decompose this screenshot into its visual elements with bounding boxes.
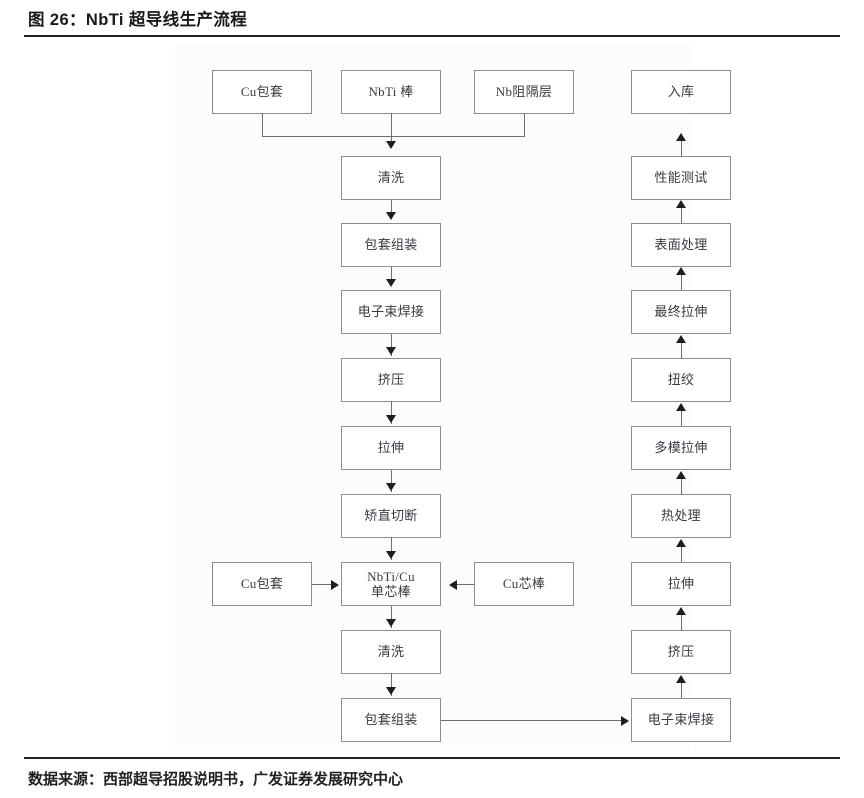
arrowhead-into-drawing-1 <box>386 415 396 423</box>
arrowhead-into-monofilament <box>386 551 396 559</box>
edge-ebeam2-to-extrusion2 <box>681 676 682 698</box>
node-multi-die-drawing[interactable]: 多模拉伸 <box>631 426 731 470</box>
node-cu-sheath-side[interactable]: Cu包套 <box>212 562 312 606</box>
edge-cu-sheath-down <box>262 114 263 136</box>
arrowhead-into-extrusion-1 <box>386 347 396 355</box>
flowchart-diagram: Cu包套 NbTi 棒 Nb阻隔层 清洗 包套组装 电子束焊接 挤压 拉伸 矫直… <box>0 44 864 750</box>
edge-nb-barrier-down <box>524 114 525 136</box>
edge-multidie-to-twisting <box>681 404 682 426</box>
arrowhead-into-surface-treatment <box>676 267 686 275</box>
node-nbti-cu-monofilament[interactable]: NbTi/Cu 单芯棒 <box>341 562 441 606</box>
arrowhead-into-final-drawing <box>676 335 686 343</box>
node-surface-treatment[interactable]: 表面处理 <box>631 223 731 267</box>
node-cu-core-rod[interactable]: Cu芯棒 <box>474 562 574 606</box>
node-sheath-assembly-2[interactable]: 包套组装 <box>341 698 441 742</box>
node-drawing-2[interactable]: 拉伸 <box>631 562 731 606</box>
edge-drawing2-to-heat-treatment <box>681 540 682 562</box>
edge-final-drawing-to-surface <box>681 268 682 290</box>
edge-ebeam1-to-extrusion1 <box>391 334 392 356</box>
edge-cu-core-rod-to-monofilament <box>453 584 474 585</box>
edge-extrusion1-to-drawing1 <box>391 402 392 424</box>
arrowhead-into-warehousing <box>676 133 686 141</box>
node-drawing-1[interactable]: 拉伸 <box>341 426 441 470</box>
arrowhead-into-ebeam-1 <box>386 279 396 287</box>
node-final-drawing[interactable]: 最终拉伸 <box>631 290 731 334</box>
edge-merge-bus <box>262 136 525 137</box>
edge-performance-to-warehousing <box>681 134 682 156</box>
arrowhead-into-multi-die-drawing <box>676 471 686 479</box>
node-performance-test[interactable]: 性能测试 <box>631 156 731 200</box>
arrowhead-right-into-monofilament <box>449 580 457 590</box>
arrowhead-into-clean-1 <box>386 141 396 149</box>
edge-twisting-to-final-drawing <box>681 336 682 358</box>
edge-clean2-to-assembly2 <box>391 674 392 696</box>
edge-cross-link <box>441 720 623 721</box>
page-title: 图 26：NbTi 超导线生产流程 <box>28 11 248 29</box>
edge-extrusion2-to-drawing2 <box>681 608 682 630</box>
footer-divider <box>24 757 840 759</box>
edge-clean1-to-assembly1 <box>391 200 392 215</box>
edge-assembly1-to-ebeam1 <box>391 267 392 282</box>
edge-heat-to-multidie <box>681 472 682 494</box>
arrowhead-into-clean-2 <box>386 619 396 627</box>
arrowhead-into-assembly-1 <box>386 212 396 220</box>
node-clean-2[interactable]: 清洗 <box>341 630 441 674</box>
arrowhead-into-twisting <box>676 403 686 411</box>
node-heat-treatment[interactable]: 热处理 <box>631 494 731 538</box>
node-extrusion-1[interactable]: 挤压 <box>341 358 441 402</box>
node-straighten-cut[interactable]: 矫直切断 <box>341 494 441 538</box>
edge-surface-to-performance <box>681 201 682 223</box>
node-clean-1[interactable]: 清洗 <box>341 156 441 200</box>
node-ebeam-weld-1[interactable]: 电子束焊接 <box>341 290 441 334</box>
arrowhead-into-drawing-2 <box>676 607 686 615</box>
node-extrusion-2[interactable]: 挤压 <box>631 630 731 674</box>
node-twisting[interactable]: 扭绞 <box>631 358 731 402</box>
arrowhead-into-performance-test <box>676 200 686 208</box>
node-nb-barrier[interactable]: Nb阻隔层 <box>474 70 574 114</box>
edge-cu-sheath-side-to-monofilament <box>312 584 333 585</box>
arrowhead-into-extrusion-2 <box>676 675 686 683</box>
edge-monofilament-to-clean2 <box>391 606 392 628</box>
title-divider <box>24 35 840 37</box>
node-nbti-rod[interactable]: NbTi 棒 <box>341 70 441 114</box>
arrowhead-into-ebeam-weld-2 <box>621 716 629 726</box>
title-bar: 图 26：NbTi 超导线生产流程 <box>0 0 864 40</box>
arrowhead-into-straighten-cut <box>386 483 396 491</box>
edge-nbti-rod-down <box>391 114 392 144</box>
edge-drawing1-to-straighten <box>391 470 392 492</box>
edge-straighten-to-monofilament <box>391 538 392 560</box>
arrowhead-into-heat-treatment <box>676 539 686 547</box>
source-note: 数据来源：西部超导招股说明书，广发证券发展研究中心 <box>28 772 404 788</box>
arrowhead-into-assembly-2 <box>386 687 396 695</box>
node-ebeam-weld-2[interactable]: 电子束焊接 <box>631 698 731 742</box>
node-sheath-assembly-1[interactable]: 包套组装 <box>341 223 441 267</box>
node-cu-sheath-top[interactable]: Cu包套 <box>212 70 312 114</box>
arrowhead-left-into-monofilament <box>331 580 339 590</box>
node-warehousing[interactable]: 入库 <box>631 70 731 114</box>
